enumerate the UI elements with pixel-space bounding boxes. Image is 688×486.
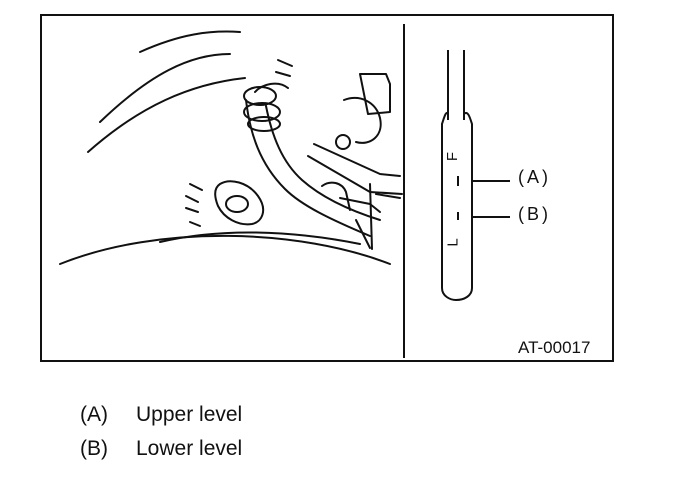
legend: (A) Upper level (B) Lower level [80, 398, 242, 466]
marker-b-label: (B) [518, 204, 551, 224]
stick-full-mark: F [444, 151, 462, 162]
engine-bay-illustration [40, 14, 614, 362]
legend-item-b: (B) Lower level [80, 432, 242, 466]
marker-a-label: (A) [518, 167, 551, 187]
figure-border [40, 14, 614, 362]
engine-bay-sketch [59, 30, 403, 265]
dipstick-illustration [441, 50, 510, 302]
legend-item-a: (A) Upper level [80, 398, 242, 432]
legend-key: (A) [80, 403, 108, 426]
figure-id-label: AT-00017 [518, 338, 591, 357]
stick-low-mark: L [444, 238, 462, 247]
legend-key: (B) [80, 437, 108, 460]
legend-text: Lower level [136, 437, 243, 460]
diagram-figure: F L (A) (B) AT-00017 [40, 14, 614, 362]
legend-text: Upper level [136, 403, 243, 426]
